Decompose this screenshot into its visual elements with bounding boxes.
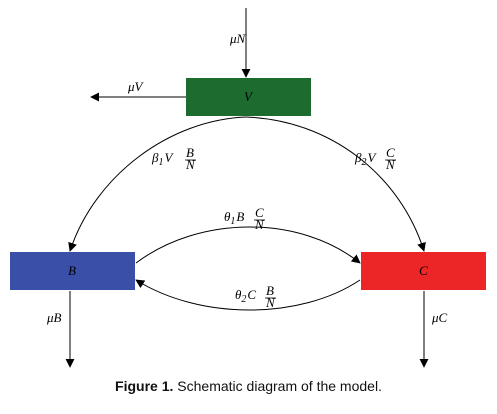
flow-v-to-b-arrow — [68, 116, 247, 252]
outflow-b-label: μB — [46, 310, 62, 325]
flow-b-to-c-arrow — [135, 226, 361, 264]
inflow-label: μN — [229, 31, 247, 46]
outflow-v-label: μV — [127, 79, 145, 94]
flow-c-to-b-denominator: N — [265, 295, 276, 310]
flow-v-to-c-label: β2V — [354, 150, 377, 168]
flow-c-to-b-arrow — [135, 279, 361, 311]
node-b — [10, 252, 135, 290]
figure-caption-text: Schematic diagram of the model. — [177, 378, 382, 394]
flow-v-to-b-denominator: N — [185, 157, 196, 172]
figure-caption: Figure 1. Schematic diagram of the model… — [0, 378, 497, 394]
flow-v-to-c-arrow — [245, 116, 426, 252]
flow-v-to-c-denominator: N — [385, 157, 396, 172]
flow-b-to-c-numerator: C — [255, 205, 264, 220]
figure-caption-label: Figure 1. — [115, 378, 174, 394]
flow-b-to-c-label: θ1B — [224, 209, 244, 227]
flow-b-to-c-denominator: N — [254, 217, 265, 232]
flow-v-to-b-numerator: B — [186, 145, 194, 160]
flow-c-to-b-label: θ2C — [235, 287, 256, 305]
outflow-c-label: μC — [431, 310, 448, 325]
flow-c-to-b-numerator: B — [266, 283, 274, 298]
flow-v-to-b-label: β1V — [151, 150, 174, 168]
node-v — [186, 78, 311, 116]
node-v-label: V — [244, 89, 254, 104]
node-c-label: C — [419, 263, 428, 278]
node-c — [361, 252, 486, 290]
node-b-label: B — [68, 263, 76, 278]
flow-v-to-c-numerator: C — [386, 145, 395, 160]
